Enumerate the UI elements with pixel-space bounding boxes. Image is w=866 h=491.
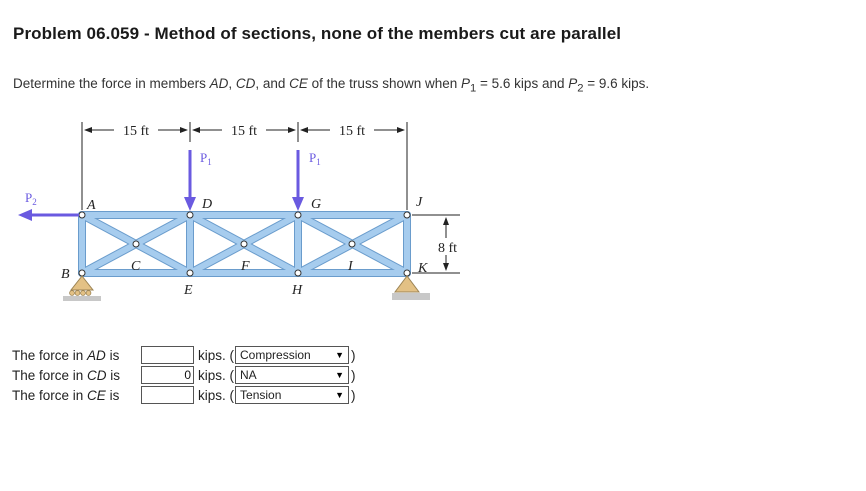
joint-label-c: C — [131, 259, 141, 274]
dropdown-arrow-icon: ▼ — [335, 350, 345, 360]
dimension-labels: 15 ft 15 ft 15 ft 8 ft — [123, 124, 457, 256]
joint-label-g: G — [311, 197, 321, 212]
problem-title: Problem 06.059 - Method of sections, non… — [13, 24, 622, 43]
p1-symbol: P — [461, 76, 471, 91]
load-label-p2: P2 — [25, 190, 37, 207]
joint-labels: A B C D E F G H I J K — [61, 195, 428, 298]
dim-height: 8 ft — [438, 241, 457, 256]
statement-sep: , and — [255, 76, 290, 91]
select-value: Compression — [240, 348, 311, 362]
close-paren: ) — [351, 347, 356, 363]
truss-joints — [78, 211, 411, 277]
member-ad-text: AD — [209, 76, 229, 91]
dimension-arrowheads — [84, 127, 449, 271]
truss-figure: 15 ft 15 ft 15 ft 8 ft P1 P1 P2 A B C D … — [18, 122, 460, 301]
answer-row-ad: The force in AD is kips. ( Compression▼ … — [12, 345, 356, 365]
force-ad-type-select[interactable]: Compression ▼ — [235, 346, 350, 364]
close-paren: ) — [351, 367, 356, 383]
force-ce-input[interactable] — [141, 386, 194, 404]
close-paren: ) — [351, 387, 356, 403]
joint-label-b: B — [61, 267, 70, 282]
pin-support-k — [392, 275, 430, 300]
load-labels: P1 P1 P2 — [25, 150, 321, 207]
unit-label: kips. ( — [198, 347, 235, 363]
answer-label: The force in CE is — [12, 387, 120, 403]
answer-label: The force in AD is — [12, 347, 120, 363]
unit-label: kips. ( — [198, 387, 235, 403]
joint-label-j: J — [416, 195, 423, 210]
joint-label-a: A — [86, 198, 96, 213]
joint-label-f: F — [240, 259, 250, 274]
pin-support-b — [63, 275, 101, 301]
dropdown-arrow-icon: ▼ — [335, 370, 345, 380]
joint-label-i: I — [347, 259, 354, 274]
dropdown-arrow-icon: ▼ — [335, 390, 345, 400]
p1-subscript: 1 — [470, 82, 477, 95]
force-ce-type-select[interactable]: Tension ▼ — [235, 386, 350, 404]
dim-span-ad: 15 ft — [123, 124, 149, 139]
dim-span-dg: 15 ft — [231, 124, 257, 139]
p2-symbol: P — [568, 76, 578, 91]
answer-label: The force in CD is — [12, 367, 121, 383]
problem-statement: Determine the force in members AD, CD, a… — [13, 76, 649, 95]
unit-label: kips. ( — [198, 367, 235, 383]
statement-text: Determine the force in members — [13, 76, 210, 91]
p2-subscript: 2 — [577, 82, 584, 95]
joint-label-k: K — [417, 261, 428, 276]
load-arrows — [18, 150, 304, 221]
dimension-lines — [81, 122, 460, 274]
joint-label-h: H — [291, 283, 303, 298]
member-ce-text: CE — [289, 76, 308, 91]
force-cd-type-select[interactable]: NA ▼ — [235, 366, 350, 384]
answer-form: The force in AD is kips. ( Compression▼ … — [12, 345, 356, 405]
dim-span-gj: 15 ft — [339, 124, 365, 139]
force-ad-input[interactable] — [141, 346, 194, 364]
load-label-p1-g: P1 — [309, 150, 321, 167]
p2-value: = 9.6 kips. — [583, 76, 650, 91]
statement-sep: , — [228, 76, 236, 91]
joint-label-d: D — [201, 197, 212, 212]
joint-label-e: E — [183, 283, 193, 298]
select-value: Tension — [240, 388, 282, 402]
member-cd-text: CD — [235, 76, 256, 91]
answer-row-cd: The force in CD is kips. ( NA ▼ ) — [12, 365, 356, 385]
select-value: NA — [240, 368, 257, 382]
load-label-p1-d: P1 — [200, 150, 212, 167]
statement-text: of the truss shown when — [307, 76, 461, 91]
p1-value: = 5.6 kips and — [476, 76, 569, 91]
force-cd-input[interactable] — [141, 366, 194, 384]
answer-row-ce: The force in CE is kips. ( Tension ▼ ) — [12, 385, 356, 405]
